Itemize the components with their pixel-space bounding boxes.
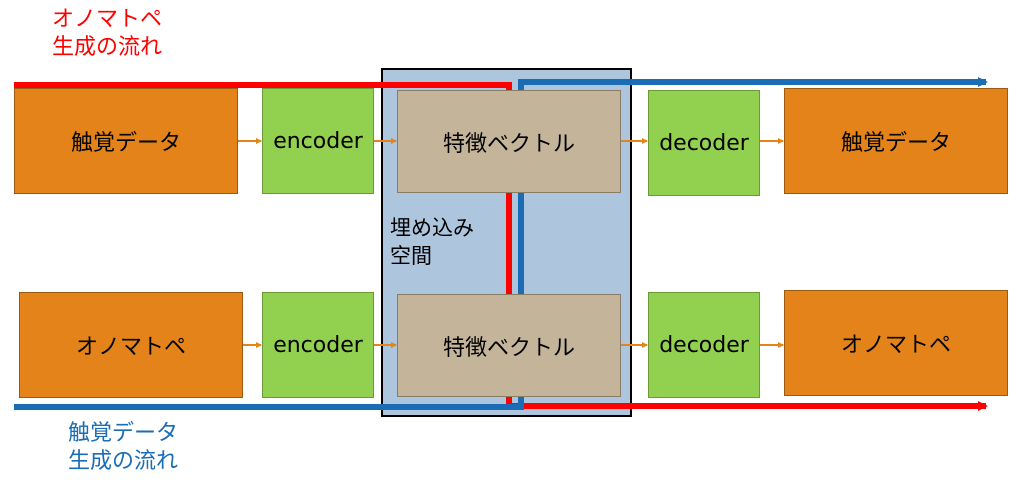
decoder-box-top: decoder bbox=[648, 90, 760, 196]
haptic-flow-label: 触覚データ 生成の流れ bbox=[38, 420, 208, 476]
red-flow-line bbox=[14, 82, 988, 411]
haptic-flow-label-line1: 触覚データ bbox=[67, 421, 178, 446]
encoder-box-bottom: encoder bbox=[262, 292, 374, 398]
feature-vector-box-bottom: 特徴ベクトル bbox=[397, 294, 621, 397]
embedding-space-label-line2: 空間 bbox=[390, 244, 432, 268]
decoder-box-bottom: decoder bbox=[648, 292, 760, 398]
haptic-data-output-box: 触覚データ bbox=[784, 88, 1008, 194]
onomatopoeia-flow-label: オノマトペ 生成の流れ bbox=[22, 6, 192, 62]
blue-flow-line bbox=[14, 77, 988, 410]
feature-vector-box-top: 特徴ベクトル bbox=[397, 90, 621, 193]
embedding-space-label-line1: 埋め込み bbox=[390, 216, 474, 240]
encoder-box-top: encoder bbox=[262, 88, 374, 194]
onomatopoeia-flow-label-line2: 生成の流れ bbox=[51, 35, 162, 60]
onomatopoeia-input-box: オノマトペ bbox=[19, 292, 243, 398]
haptic-flow-label-line2: 生成の流れ bbox=[67, 449, 178, 474]
onomatopoeia-flow-label-line1: オノマトペ bbox=[51, 7, 162, 32]
haptic-data-input-box: 触覚データ bbox=[14, 88, 238, 194]
embedding-space-label: 埋め込み 空間 bbox=[390, 214, 474, 270]
onomatopoeia-output-box: オノマトペ bbox=[784, 290, 1008, 396]
